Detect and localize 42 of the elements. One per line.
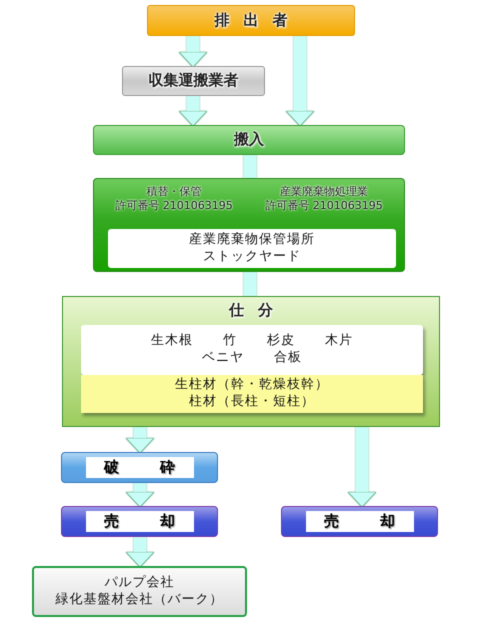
step-label: 排 出 者 (214, 10, 288, 30)
process-box (281, 506, 438, 537)
arrow (126, 427, 154, 454)
item-text: 生柱材（幹・乾燥枝幹） (175, 377, 329, 394)
item-text: 合板 (274, 350, 302, 367)
item-text: 竹 (223, 333, 237, 350)
process-box (108, 229, 396, 268)
item-text: 生木根 (151, 333, 193, 350)
step-label: 売 却 (86, 510, 194, 532)
arrow (286, 36, 314, 126)
item-text: 木片 (325, 333, 353, 350)
step-label: 売 却 (306, 510, 414, 532)
step-label: 破 砕 (86, 456, 194, 478)
permit-label: 許可番号 2101063195 (115, 198, 233, 212)
item-text: 緑化基盤材会社（バーク） (56, 592, 224, 608)
process-box (32, 566, 247, 617)
step-label: 仕 分 (228, 301, 274, 320)
arrow (178, 36, 208, 68)
process-box (93, 125, 405, 155)
process-box (81, 325, 423, 375)
arrow (348, 427, 376, 508)
process-box (61, 452, 218, 483)
process-box (61, 506, 218, 537)
process-box (81, 375, 423, 413)
item-text: パルプ会社 (104, 574, 174, 592)
arrow (126, 483, 154, 508)
permit-label: 許可番号 2101063195 (265, 198, 383, 212)
group-panel (62, 296, 440, 427)
item-text: 産業廃棄物保管場所 (189, 232, 315, 248)
permit-label: 積替・保管 (146, 185, 202, 199)
item-text: ベニヤ (202, 350, 244, 367)
arrow (178, 96, 208, 126)
group-panel (93, 178, 405, 272)
process-box (122, 66, 265, 96)
item-text: ストックヤード (203, 248, 301, 266)
step-label: 収集運搬業者 (148, 71, 238, 91)
step-label: 搬入 (234, 130, 264, 150)
permit-label: 産業廃棄物処理業 (280, 185, 368, 199)
item-text: 柱材（長柱・短柱） (189, 394, 315, 411)
process-box (147, 5, 355, 36)
arrow (126, 537, 154, 568)
item-text: 杉皮 (267, 333, 295, 350)
